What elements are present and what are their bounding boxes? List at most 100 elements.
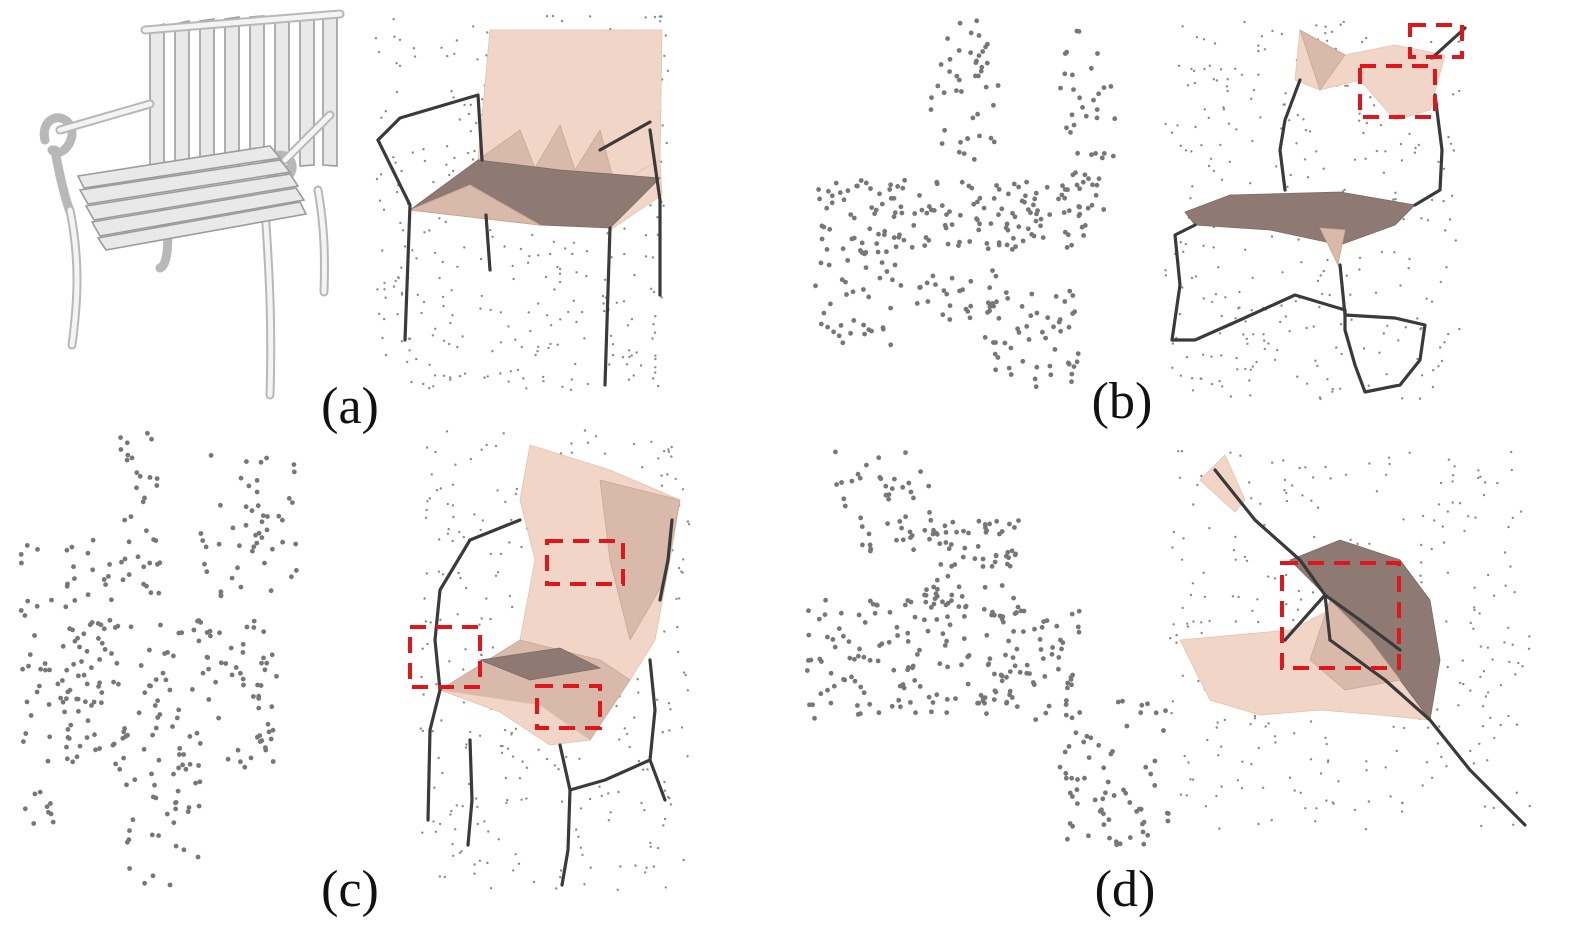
point: [602, 302, 605, 305]
point: [1303, 158, 1307, 161]
point: [437, 570, 441, 573]
point: [1364, 157, 1367, 160]
point: [900, 537, 906, 543]
point: [448, 173, 451, 177]
point: [200, 670, 206, 676]
point: [1202, 297, 1206, 300]
point: [154, 483, 160, 488]
point: [1437, 365, 1440, 368]
point: [945, 241, 951, 247]
point: [456, 613, 459, 616]
point: [514, 853, 517, 856]
point: [176, 630, 182, 636]
point: [1243, 555, 1247, 559]
point: [1007, 669, 1013, 674]
point: [223, 661, 229, 666]
point: [874, 602, 879, 608]
point: [1014, 704, 1020, 709]
point: [840, 340, 846, 346]
point: [164, 811, 170, 817]
point: [433, 251, 437, 255]
point: [107, 562, 112, 567]
point: [416, 293, 419, 296]
point: [1457, 704, 1460, 707]
point: [1513, 591, 1516, 594]
point: [807, 702, 812, 708]
point: [1385, 473, 1388, 476]
point: [1375, 490, 1379, 493]
point: [408, 337, 412, 340]
point: [259, 660, 264, 666]
point: [1481, 705, 1485, 708]
point: [156, 590, 162, 596]
point: [250, 548, 255, 554]
point: [293, 541, 299, 547]
point: [1416, 317, 1419, 320]
point: [400, 266, 403, 269]
point: [496, 489, 499, 492]
point: [96, 636, 101, 641]
point: [827, 226, 833, 232]
point: [968, 303, 974, 309]
point: [884, 269, 890, 274]
point: [982, 700, 987, 706]
point: [1187, 761, 1190, 764]
point: [1446, 665, 1449, 669]
point: [1499, 684, 1503, 687]
point: [934, 577, 940, 583]
point: [527, 311, 530, 314]
point: [1285, 491, 1288, 495]
point: [1365, 36, 1368, 40]
point: [449, 378, 452, 381]
point: [681, 488, 685, 491]
point: [1298, 466, 1301, 470]
point: [506, 798, 509, 802]
point: [205, 655, 211, 660]
point: [1235, 356, 1238, 360]
point: [877, 475, 883, 480]
point: [1171, 546, 1174, 549]
point: [971, 201, 977, 207]
point: [1267, 722, 1270, 725]
point: [423, 231, 426, 234]
point: [456, 265, 459, 268]
point: [888, 305, 893, 311]
point: [1051, 324, 1056, 330]
point: [1086, 833, 1091, 839]
point: [891, 235, 897, 241]
point: [1304, 128, 1308, 132]
point: [980, 556, 986, 562]
point: [207, 628, 213, 634]
point: [445, 145, 449, 148]
point: [905, 630, 911, 636]
point: [72, 576, 77, 581]
point: [1140, 821, 1145, 827]
point: [1375, 149, 1379, 153]
point: [462, 668, 465, 671]
point: [946, 546, 952, 552]
point: [857, 646, 862, 652]
point: [1234, 558, 1237, 561]
point: [251, 544, 257, 550]
point: [291, 462, 297, 467]
point: [494, 444, 498, 448]
point: [1019, 304, 1025, 309]
point: [152, 703, 158, 708]
point: [559, 876, 562, 879]
point: [1185, 356, 1189, 359]
point: [959, 594, 965, 599]
point: [124, 782, 129, 788]
point: [1451, 501, 1455, 504]
panel-label-b: (b): [1092, 373, 1153, 430]
point: [933, 282, 938, 287]
point: [1382, 171, 1386, 174]
point: [1508, 660, 1511, 664]
point: [1070, 672, 1075, 678]
point: [1190, 150, 1193, 153]
point: [440, 719, 443, 722]
point: [459, 576, 462, 580]
point: [1071, 122, 1077, 128]
point: [1316, 364, 1319, 368]
point: [511, 605, 514, 609]
